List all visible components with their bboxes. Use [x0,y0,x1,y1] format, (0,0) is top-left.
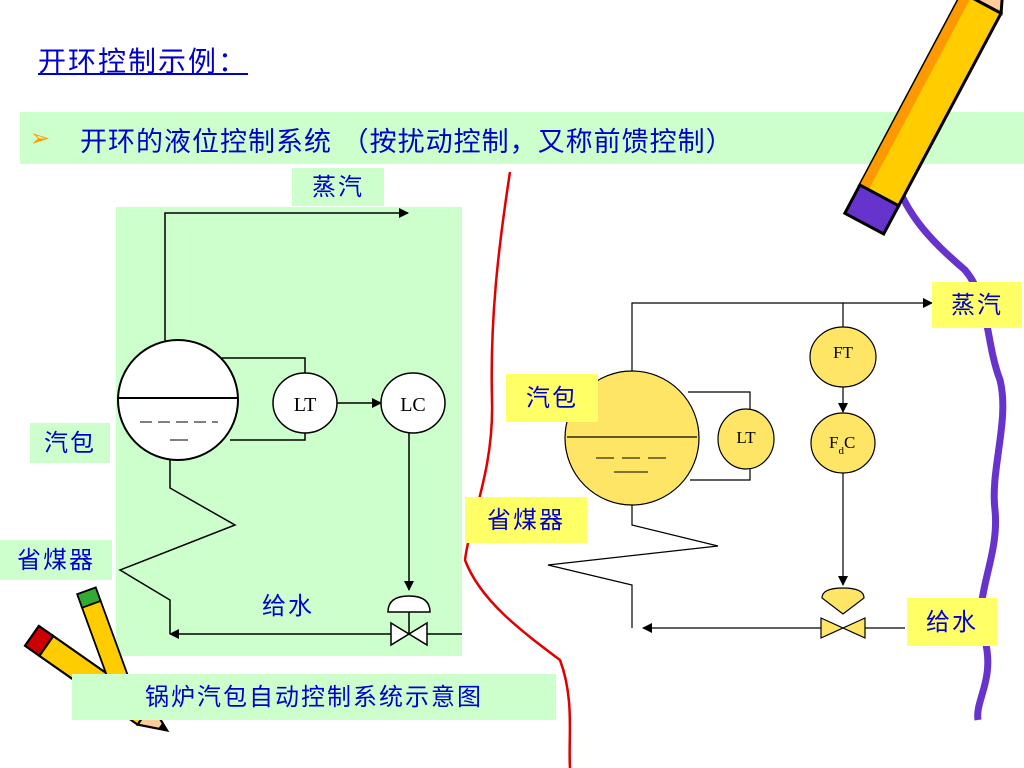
right-ft-label: FT [833,343,853,362]
left-lc-node [380,372,446,434]
left-drum-label: 汽包 [30,423,110,463]
left-valve-actuator [387,595,431,613]
right-fdc-main: F [829,433,838,452]
bullet-text: 开环的液位控制系统 （按扰动控制，又称前馈控制） [80,127,734,158]
right-steam-label: 蒸汽 [932,282,1022,328]
pencil-icon [842,0,1007,236]
right-lt-node [717,408,775,470]
left-valve-body [390,621,428,647]
left-lt-upper-tap [222,357,306,376]
right-economizer-label: 省煤器 [465,497,587,543]
left-economizer-coil [118,460,237,634]
slide-title: 开环控制示例： [38,45,249,78]
bullet-bar [20,112,1024,164]
diagram-caption: 锅炉汽包自动控制系统示意图 [72,674,556,720]
right-valve-actuator [821,587,865,615]
right-fdc-sub: d [838,445,844,457]
right-steam-pipe [631,298,933,372]
left-lc-label: LC [400,394,426,416]
right-economizer-coil [547,505,719,628]
right-lt-label: LT [736,428,756,447]
left-drum [117,339,239,461]
left-steam-pipe [164,208,409,345]
left-feedwater-label: 给水 [262,592,314,620]
right-lt-upper-tap [688,391,751,410]
left-economizer-label: 省煤器 [0,540,112,580]
bullet-marker: ➢ [30,124,51,152]
right-lt-lower-tap [690,467,751,481]
left-lt-label: LT [294,394,317,416]
right-drum-label: 汽包 [506,374,598,422]
right-valve-body [820,617,866,639]
right-fdc-end: C [844,433,855,452]
right-feedwater-label: 给水 [907,598,997,646]
right-fdc-label: FdC [829,433,855,457]
left-steam-label: 蒸汽 [292,168,384,206]
